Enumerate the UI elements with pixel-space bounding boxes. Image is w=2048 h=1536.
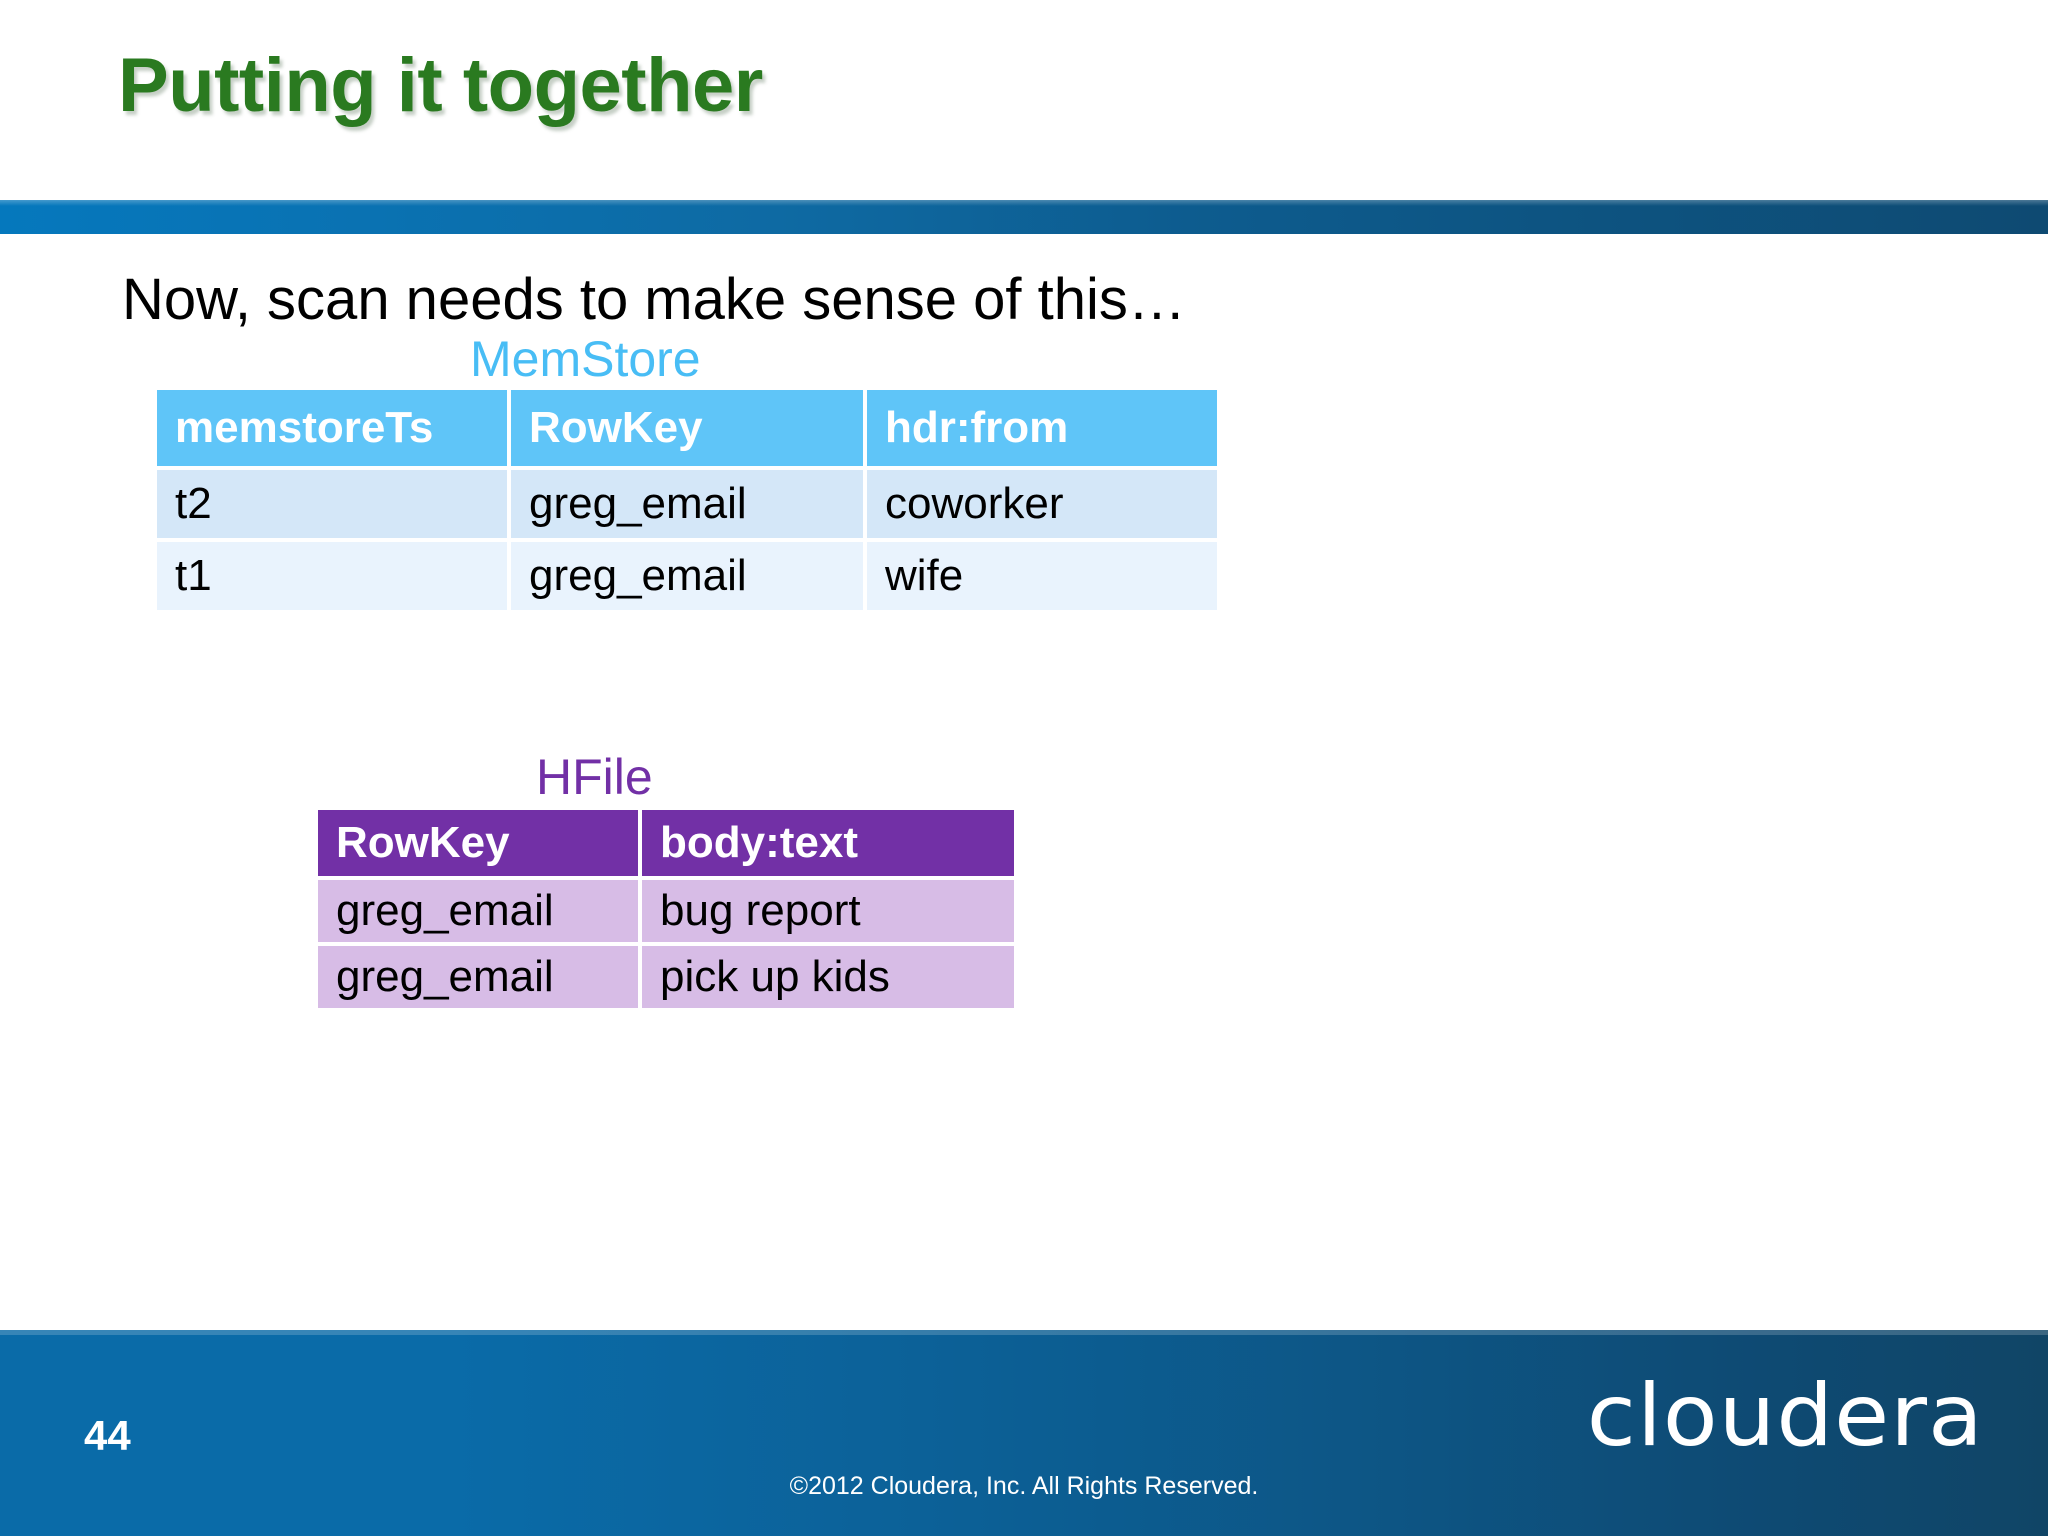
page-number: 44 bbox=[84, 1412, 131, 1459]
cell-rowkey: greg_email bbox=[511, 470, 863, 538]
slide-body: Now, scan needs to make sense of this… M… bbox=[0, 234, 2048, 1330]
column-header-hdr-from: hdr:from bbox=[867, 390, 1217, 466]
table-row: greg_email pick up kids bbox=[318, 946, 1014, 1008]
footer-bar: 44 ©2012 Cloudera, Inc. All Rights Reser… bbox=[0, 1330, 2048, 1536]
memstore-table-label: MemStore bbox=[470, 331, 701, 387]
table-row: t2 greg_email coworker bbox=[157, 470, 1217, 538]
column-header-rowkey: RowKey bbox=[318, 810, 638, 876]
memstore-table: memstoreTs RowKey hdr:from t2 greg_email… bbox=[153, 386, 1221, 614]
table-header-row: RowKey body:text bbox=[318, 810, 1014, 876]
hfile-table: RowKey body:text greg_email bug report g… bbox=[314, 806, 1018, 1012]
cell-rowkey: greg_email bbox=[318, 880, 638, 942]
table-row: t1 greg_email wife bbox=[157, 542, 1217, 610]
header-accent-bar bbox=[0, 200, 2048, 234]
page-title: Putting it together bbox=[118, 43, 763, 128]
cell-hdr-from: coworker bbox=[867, 470, 1217, 538]
title-area: Putting it together bbox=[0, 0, 2048, 200]
table-header-row: memstoreTs RowKey hdr:from bbox=[157, 390, 1217, 466]
hfile-table-label: HFile bbox=[536, 749, 653, 805]
cell-rowkey: greg_email bbox=[318, 946, 638, 1008]
column-header-body-text: body:text bbox=[642, 810, 1014, 876]
column-header-rowkey: RowKey bbox=[511, 390, 863, 466]
cell-memstorets: t1 bbox=[157, 542, 507, 610]
table-row: greg_email bug report bbox=[318, 880, 1014, 942]
cell-hdr-from: wife bbox=[867, 542, 1217, 610]
lead-text: Now, scan needs to make sense of this… bbox=[122, 267, 1186, 332]
cell-memstorets: t2 bbox=[157, 470, 507, 538]
cell-body-text: pick up kids bbox=[642, 946, 1014, 1008]
cloudera-logo: cloudera bbox=[1586, 1366, 1984, 1466]
cell-rowkey: greg_email bbox=[511, 542, 863, 610]
column-header-memstorets: memstoreTs bbox=[157, 390, 507, 466]
copyright-notice: ©2012 Cloudera, Inc. All Rights Reserved… bbox=[789, 1472, 1259, 1500]
cell-body-text: bug report bbox=[642, 880, 1014, 942]
